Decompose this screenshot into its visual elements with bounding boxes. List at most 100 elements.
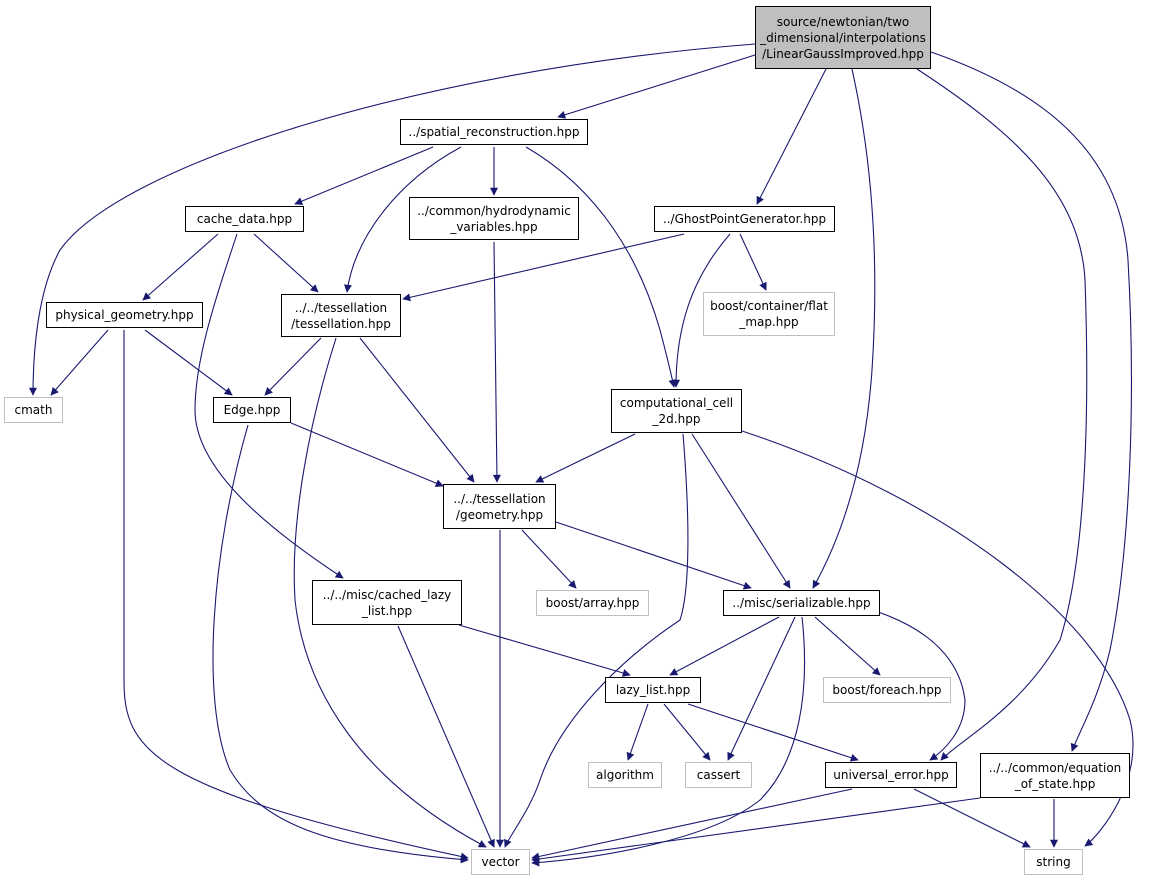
node-line: ../../tessellation (294, 300, 388, 315)
node-cached-lazy-list[interactable]: ../../misc/cached_lazy _list.hpp (312, 580, 462, 625)
node-line: source/newtonian/two (776, 14, 910, 29)
node-line: lazy_list.hpp (615, 683, 691, 697)
edge-cell-string (741, 430, 1134, 847)
edge-lazy-cassert (663, 703, 711, 761)
node-line: ../misc/serializable.hpp (732, 596, 871, 610)
node-algorithm: algorithm (588, 762, 662, 788)
node-geometry[interactable]: ../../tessellation /geometry.hpp (443, 484, 556, 529)
node-universal-error[interactable]: universal_error.hpp (825, 762, 957, 788)
edge-tess-edge (264, 337, 322, 396)
node-line: _of_state.hpp (1014, 776, 1096, 791)
edge-physgeo-cmath (50, 329, 109, 396)
node-line: ../../tessellation (453, 491, 546, 506)
edge-spatial-cache (294, 146, 434, 205)
edge-cache-cachedlazy (194, 233, 344, 579)
edge-geometry-barray (521, 529, 577, 589)
node-line: /LinearGaussImproved.hpp (762, 46, 924, 61)
edge-physgeo-edge (144, 329, 233, 396)
node-line: boost/foreach.hpp (832, 683, 942, 697)
edge-uerror-string (913, 788, 1031, 848)
node-line: _dimensional/interpolations (760, 30, 926, 45)
edge-uerror-vector (531, 788, 853, 861)
node-line: _list.hpp (361, 603, 413, 618)
node-cassert: cassert (685, 762, 752, 788)
node-line: _2d.hpp (652, 412, 701, 426)
node-line: boost/array.hpp (545, 596, 640, 610)
edge-ghost-flatmap (739, 233, 767, 291)
edge-cache-tess (253, 233, 319, 293)
node-string: string (1024, 849, 1083, 875)
edge-root-spatial (557, 54, 756, 119)
node-line: boost/container/flat (710, 299, 828, 313)
edge-serial-foreach (814, 616, 881, 676)
edge-edge-vector (212, 424, 469, 864)
node-line: algorithm (596, 768, 654, 782)
node-line: cache_data.hpp (196, 212, 293, 226)
edge-geometry-serial (555, 521, 752, 590)
node-line: _map.hpp (739, 315, 799, 329)
edge-spatial-tess (344, 146, 462, 293)
node-tessellation[interactable]: ../../tessellation /tessellation.hpp (281, 294, 401, 337)
node-line: ../spatial_reconstruction.hpp (408, 125, 580, 139)
edge-root-serial (812, 68, 876, 589)
edge-lazy-uerror (687, 703, 859, 762)
edge-cell-vector (504, 433, 689, 848)
node-lazy-list[interactable]: lazy_list.hpp (605, 677, 701, 703)
edge-serial-cassert (727, 616, 796, 761)
node-line: Edge.hpp (223, 403, 281, 417)
node-line: physical_geometry.hpp (55, 308, 194, 322)
node-computational-cell-2d[interactable]: computational_cell _2d.hpp (611, 389, 742, 433)
edge-cell-serial (691, 433, 791, 589)
node-line: ../GhostPointGenerator.hpp (662, 212, 827, 226)
node-serializable[interactable]: ../misc/serializable.hpp (723, 590, 880, 616)
edge-cachedlazy-vector (397, 625, 495, 848)
edge-eos-vector (531, 797, 981, 863)
edge-cell-geometry (535, 433, 636, 483)
edge-physgeo-vector (123, 330, 469, 861)
edge-lazy-algorithm (626, 703, 649, 761)
node-line: vector (481, 855, 520, 869)
edge-serial-vector (531, 616, 806, 867)
node-ghost-point-generator[interactable]: ../GhostPointGenerator.hpp (654, 206, 835, 232)
edge-root-cmath (29, 43, 756, 396)
node-line: /geometry.hpp (455, 507, 544, 522)
node-edge[interactable]: Edge.hpp (213, 397, 291, 423)
edge-ghost-tess (402, 233, 685, 302)
edge-tess-vector (293, 337, 487, 848)
node-linear-gauss-improved: source/newtonian/two _dimensional/interp… (755, 6, 931, 69)
node-boost-array: boost/array.hpp (536, 590, 649, 616)
node-line: ../../common/equation (988, 760, 1122, 775)
node-line: string (1036, 855, 1071, 869)
edge-ghost-cell (672, 233, 731, 388)
node-spatial-reconstruction[interactable]: ../spatial_reconstruction.hpp (400, 119, 588, 145)
node-line: ../common/hydrodynamic (417, 203, 571, 218)
node-line: cmath (14, 403, 53, 417)
node-line: universal_error.hpp (833, 768, 949, 782)
node-cmath: cmath (4, 397, 63, 423)
edge-serial-uerror (877, 611, 966, 761)
node-boost-foreach: boost/foreach.hpp (823, 677, 951, 703)
node-physical-geometry[interactable]: physical_geometry.hpp (46, 302, 203, 328)
node-line: computational_cell (619, 396, 734, 410)
edge-root-uerror (916, 68, 1088, 761)
edge-edge-geometry (290, 422, 444, 487)
edge-serial-lazy (669, 616, 780, 676)
edge-cachedlazy-lazy (458, 624, 631, 677)
node-line: cassert (696, 768, 741, 782)
node-line: _variables.hpp (450, 219, 538, 234)
node-line: ../../misc/cached_lazy (322, 587, 452, 602)
node-hydrodynamic-variables[interactable]: ../common/hydrodynamic _variables.hpp (409, 197, 579, 240)
node-cache-data[interactable]: cache_data.hpp (185, 206, 304, 232)
node-vector: vector (471, 849, 530, 875)
node-line: /tessellation.hpp (291, 316, 391, 331)
edge-tess-geometry (359, 337, 475, 483)
edge-root-eos (930, 51, 1132, 752)
edge-cache-physgeo (142, 233, 219, 301)
edge-spatial-cell (525, 146, 677, 388)
node-equation-of-state[interactable]: ../../common/equation _of_state.hpp (980, 753, 1130, 798)
node-boost-flat-map: boost/container/flat _map.hpp (703, 292, 835, 336)
edge-root-ghost (756, 68, 827, 205)
edge-hydro-geometry (492, 241, 501, 483)
